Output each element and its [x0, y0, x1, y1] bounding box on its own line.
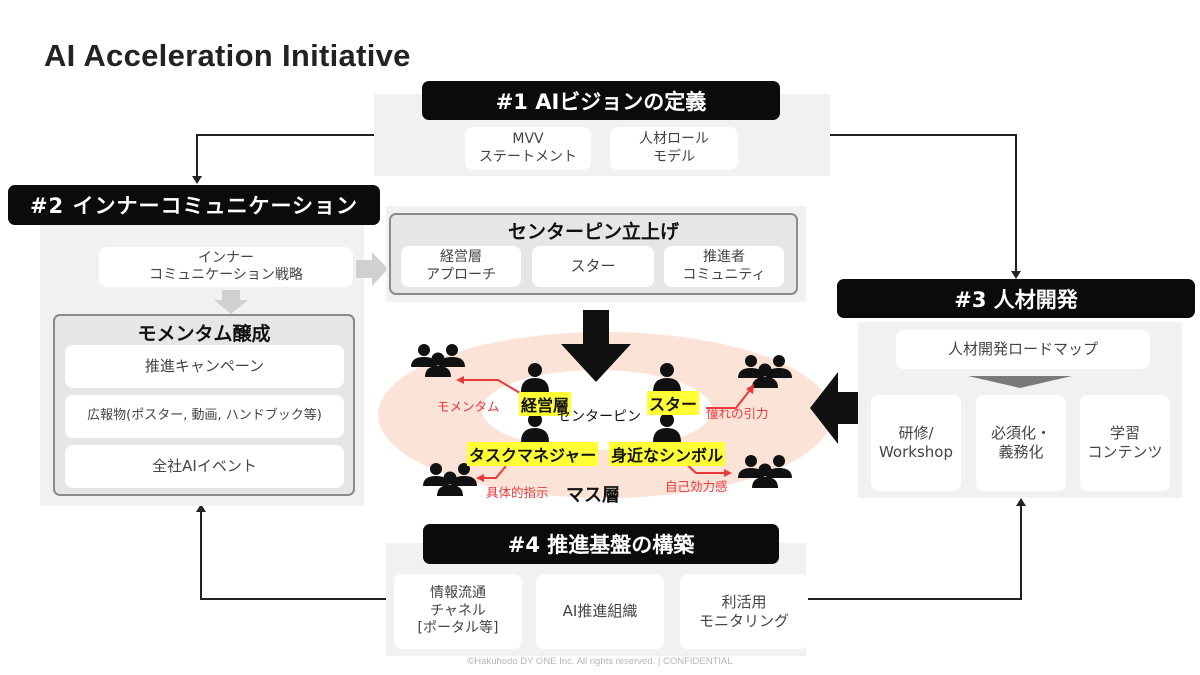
section-1-header: #1 AIビジョンの定義 — [422, 81, 780, 120]
effect-instruction: 具体的指示 — [486, 485, 549, 500]
learning-content-card: 学習 コンテンツ — [1080, 395, 1170, 491]
effect-momentum: モメンタム — [437, 399, 500, 414]
role-star: スター — [647, 391, 700, 415]
executive-approach-card: 経営層 アプローチ — [401, 246, 521, 287]
effect-arrow-momentum — [462, 379, 521, 394]
arrow-right-icon — [356, 252, 388, 286]
connector-s4-to-s3-v — [1020, 505, 1022, 600]
usage-monitoring-card: 利活用 モニタリング — [680, 574, 808, 649]
momentum-item-pr-materials: 広報物(ポスター, 動画, ハンドブック等) — [65, 395, 344, 438]
connector-s4-to-s3-h — [805, 598, 1022, 600]
mvv-statement-card: MVV ステートメント — [465, 127, 591, 170]
arrowhead-icon — [724, 469, 732, 477]
person-icon — [521, 413, 549, 442]
role-symbol: 身近なシンボル — [609, 442, 726, 466]
arrowhead-icon — [746, 384, 754, 394]
section-4-header: #4 推進基盤の構築 — [423, 524, 779, 564]
centerpin-title: センターピン立上げ — [507, 221, 679, 243]
momentum-item-company-event: 全社AIイベント — [65, 445, 344, 488]
connector-s4-to-s2-v — [200, 512, 202, 600]
group-people-icon — [423, 463, 477, 496]
ai-promotion-org-card: AI推進組織 — [536, 574, 664, 649]
inner-comm-strategy-card: インナー コミュニケーション戦略 — [99, 247, 353, 287]
arrow-left-icon — [810, 372, 858, 444]
star-card: スター — [532, 246, 654, 287]
person-icon — [653, 413, 681, 442]
arrowhead-up-icon — [1016, 498, 1026, 506]
promoter-community-card: 推進者 コミュニティ — [664, 246, 784, 287]
arrow-down-icon — [561, 310, 631, 382]
mandatory-card: 必須化・ 義務化 — [976, 395, 1066, 491]
arrowhead-icon — [476, 474, 484, 482]
effect-arrow-instruction — [482, 465, 507, 479]
group-people-icon — [738, 455, 792, 488]
training-workshop-card: 研修/ Workshop — [871, 395, 961, 491]
section-2-header: #2 インナーコミュニケーション — [8, 185, 380, 225]
momentum-item-campaign: 推進キャンペーン — [65, 345, 344, 388]
group-people-icon — [411, 344, 465, 377]
mass-layer-label: マス層 — [566, 485, 620, 506]
effect-arrow-attraction — [706, 389, 751, 409]
page-title: AI Acceleration Initiative — [44, 38, 411, 73]
arrow-down-icon — [214, 290, 248, 314]
connector-s1-to-s2-h — [197, 134, 374, 136]
arrowhead-up-icon — [196, 504, 206, 512]
arrowhead-down-icon — [192, 176, 202, 184]
connector-s1-to-s2-v — [196, 134, 198, 178]
group-people-icon — [738, 355, 792, 388]
effect-attraction: 憧れの引力 — [706, 406, 769, 421]
arrow-down-icon — [968, 376, 1072, 388]
role-executive: 経営層 — [519, 392, 572, 416]
centerpin-label: センターピン — [557, 409, 641, 425]
talent-roadmap-card: 人材開発ロードマップ — [896, 330, 1150, 369]
arrowhead-icon — [456, 376, 464, 384]
effect-efficacy: 自己効力感 — [665, 479, 728, 494]
momentum-title: モメンタム醸成 — [137, 323, 271, 345]
footer-copyright: ©Hakuhodo DY ONE Inc. All rights reserve… — [467, 656, 733, 667]
connector-s4-to-s2-h — [201, 598, 387, 600]
person-icon — [521, 363, 549, 392]
connector-s1-to-s3-h — [830, 134, 1016, 136]
section-3-header: #3 人材開発 — [837, 279, 1195, 318]
connector-s1-to-s3-v — [1015, 134, 1017, 272]
arrowhead-down-icon — [1011, 271, 1021, 279]
role-task-manager: タスクマネジャー — [467, 442, 599, 466]
info-channel-card: 情報流通 チャネル [ポータル等] — [394, 574, 522, 649]
person-icon — [653, 363, 681, 392]
talent-role-model-card: 人材ロール モデル — [610, 127, 738, 170]
